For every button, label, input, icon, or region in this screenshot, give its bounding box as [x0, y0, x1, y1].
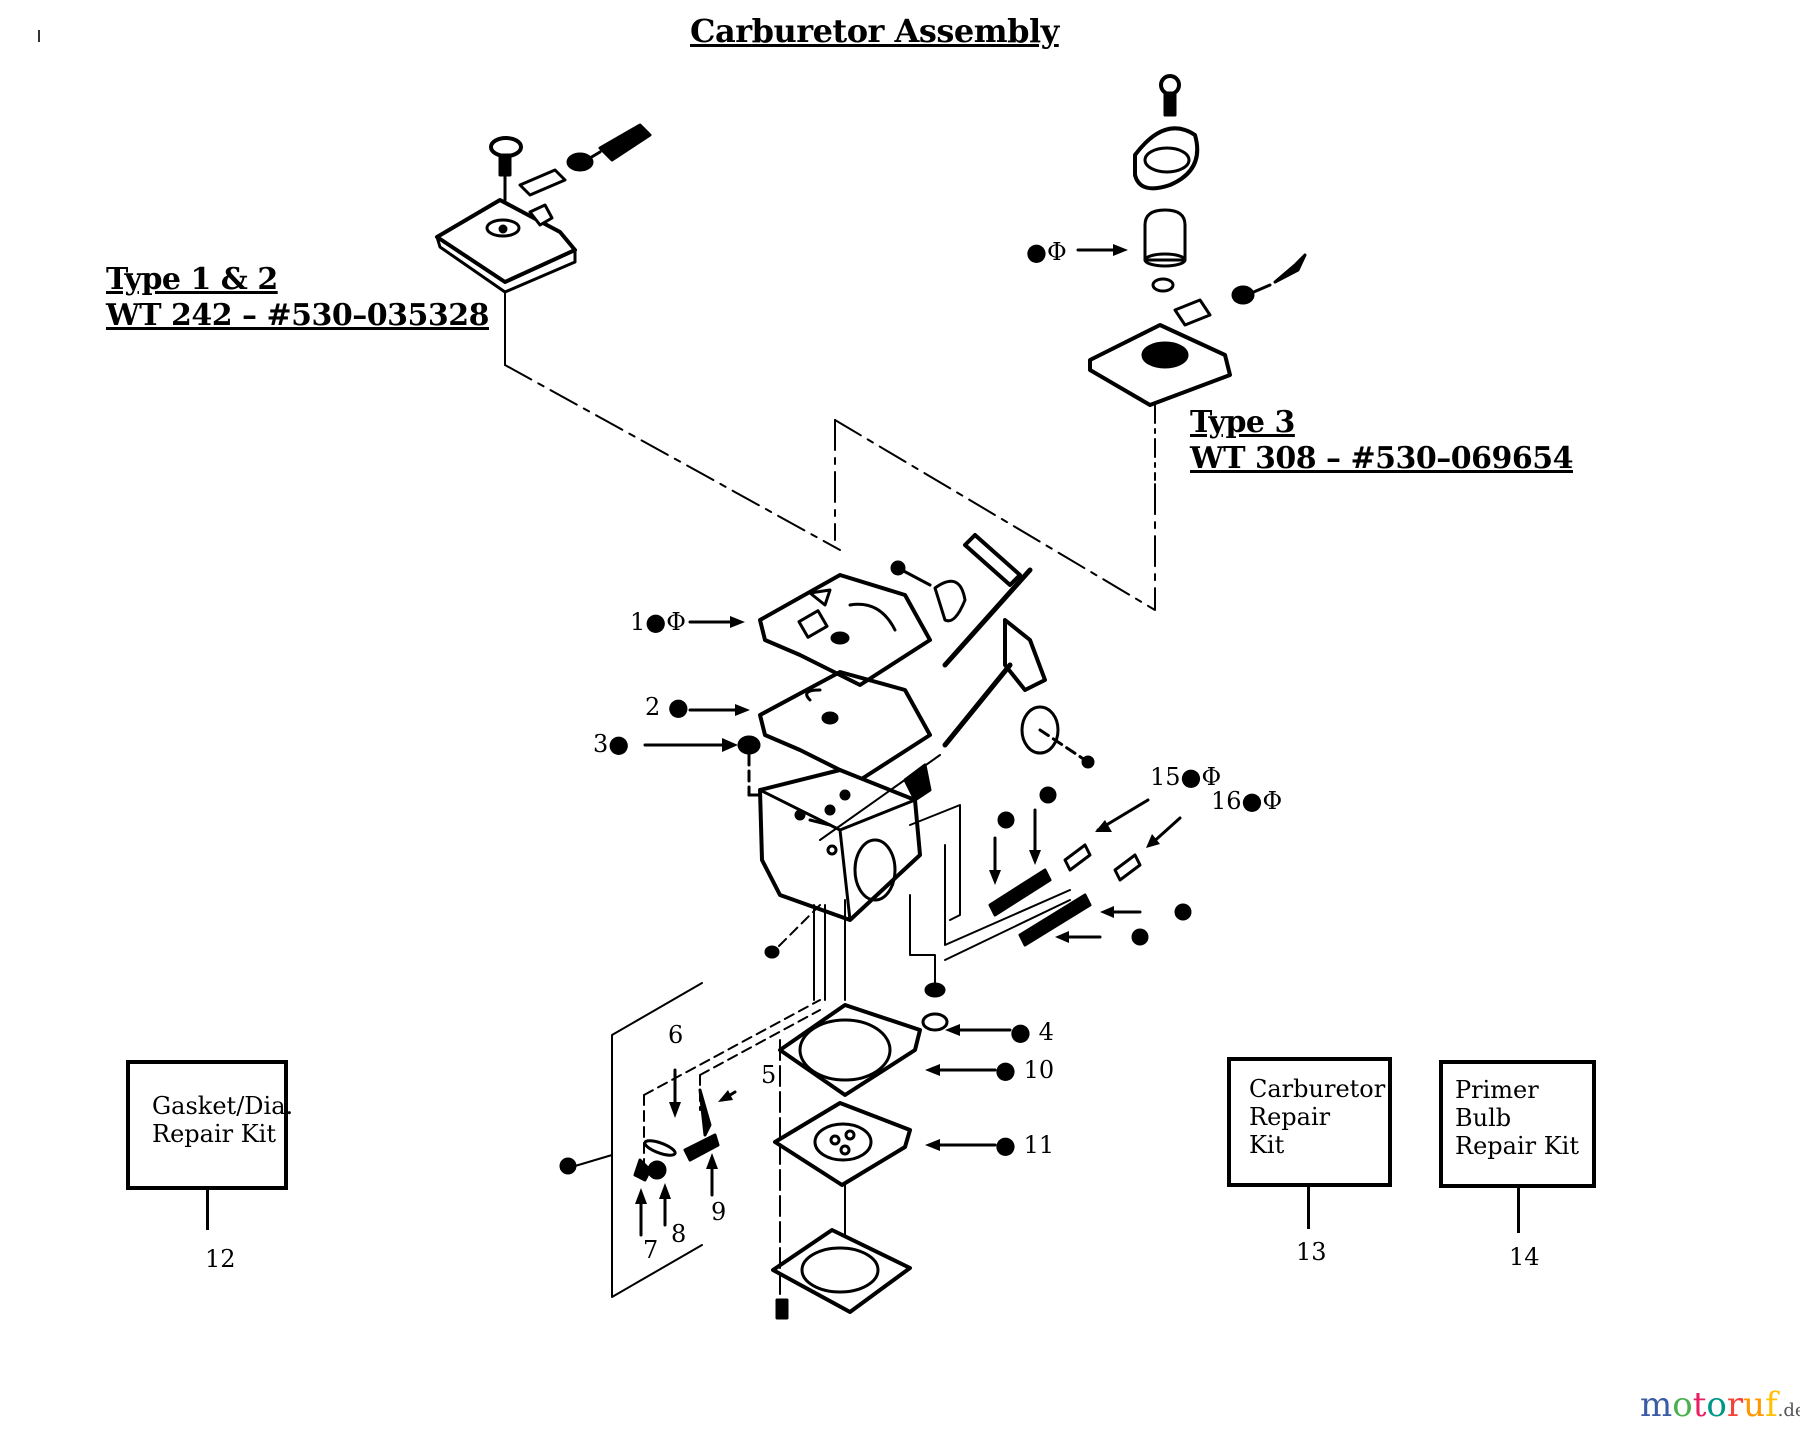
- watermark-letter: u: [1743, 1385, 1766, 1425]
- callout-8: 8: [671, 1220, 687, 1248]
- callout-number: 2: [645, 693, 661, 721]
- type3-heading: Type 3: [1190, 405, 1295, 440]
- watermark-letter: o: [1672, 1385, 1693, 1425]
- callout-10: ● 10: [995, 1058, 1054, 1082]
- carburetor-body: [758, 768, 922, 922]
- callout-number: 16: [1211, 787, 1242, 815]
- callout-6: 6: [668, 1021, 684, 1049]
- callout-symbols: ●: [1010, 1018, 1031, 1046]
- callout-symbols: ●: [667, 693, 689, 721]
- kit-leader-line: [206, 1190, 209, 1230]
- type12-heading: Type 1 & 2: [106, 262, 278, 297]
- type12-label: Type 1 & 2 WT 242 – #530–035328: [106, 262, 489, 334]
- type12-cover: [435, 123, 652, 366]
- kit-number-14: 14: [1509, 1243, 1540, 1271]
- watermark-domain: .de: [1777, 1400, 1800, 1421]
- callout-number: 3: [593, 730, 609, 758]
- gasket-1: [758, 573, 932, 687]
- callout-symbols: ●: [995, 1056, 1016, 1084]
- watermark-logo-text: motoruf: [1640, 1385, 1778, 1425]
- callout-symbols: ●Φ: [1241, 787, 1283, 815]
- callout-11: ● 11: [995, 1133, 1054, 1157]
- diagram-title: Carburetor Assembly: [690, 12, 1059, 50]
- kit-number-12: 12: [205, 1245, 236, 1273]
- kit-number-13: 13: [1296, 1238, 1327, 1266]
- callout-symbols: ●: [995, 1131, 1016, 1159]
- type3-label: Type 3 WT 308 – #530–069654: [1190, 405, 1573, 477]
- callout-number: 11: [1023, 1131, 1055, 1159]
- watermark-letter: m: [1640, 1385, 1673, 1425]
- bottom-cover: [771, 1184, 912, 1320]
- callout-symbols: ●: [608, 730, 630, 758]
- kit-label: Gasket/Dia. Repair Kit: [152, 1092, 294, 1148]
- watermark-letter: f: [1765, 1385, 1778, 1425]
- kit-box-gasket-dia: Gasket/Dia. Repair Kit: [126, 1060, 294, 1190]
- gasket-2: [758, 670, 932, 782]
- watermark-letter: r: [1726, 1385, 1744, 1425]
- kit-leader-line: [1307, 1187, 1310, 1229]
- type3-cover: [1088, 74, 1307, 481]
- callout-arrows: [639, 248, 1122, 1237]
- kit-label: Carburetor Repair Kit: [1249, 1075, 1386, 1159]
- callout-symbols: ●Φ: [645, 608, 686, 636]
- kit-label: Primer Bulb Repair Kit: [1455, 1076, 1579, 1160]
- gasket-10: [778, 1003, 922, 1097]
- callout-5: 5: [761, 1061, 777, 1089]
- kit-box-primer-bulb: Primer Bulb Repair Kit: [1439, 1060, 1596, 1188]
- type3-part-number: WT 308 – #530–069654: [1190, 441, 1573, 476]
- callout-symbols: ●Φ: [1180, 763, 1222, 791]
- callout-number: 15: [1150, 763, 1181, 791]
- callout-15: 15●Φ: [1150, 765, 1221, 789]
- callout-7: 7: [643, 1236, 659, 1264]
- callout-number: 1: [630, 608, 646, 636]
- small-parts-5-9: [633, 999, 821, 1182]
- callout-16: 16●Φ: [1211, 789, 1282, 813]
- diaphragm-11: [773, 1101, 912, 1187]
- callout-9: 9: [711, 1198, 727, 1226]
- type12-part-number: WT 242 – #530–035328: [106, 298, 489, 333]
- callout-number: 10: [1023, 1056, 1055, 1084]
- kit-leader-line: [1517, 1188, 1520, 1233]
- kit-box-carburetor: Carburetor Repair Kit: [1227, 1057, 1392, 1187]
- callout-2: 2 ●: [645, 695, 689, 719]
- callout-3: 3●: [593, 732, 629, 756]
- stray-mark: [38, 30, 40, 42]
- watermark-letter: t: [1692, 1385, 1707, 1425]
- callout-number: 4: [1038, 1018, 1054, 1046]
- callout-1: 1●Φ: [630, 610, 686, 634]
- primer-bulb-callout: ●Φ: [1026, 238, 1067, 266]
- watermark-letter: o: [1706, 1385, 1727, 1425]
- callout-4: ● 4: [1010, 1020, 1054, 1044]
- mixture-needles: [988, 786, 1192, 947]
- motoruf-watermark: motoruf.de: [1640, 1385, 1800, 1425]
- throttle-shaft: [819, 533, 1095, 841]
